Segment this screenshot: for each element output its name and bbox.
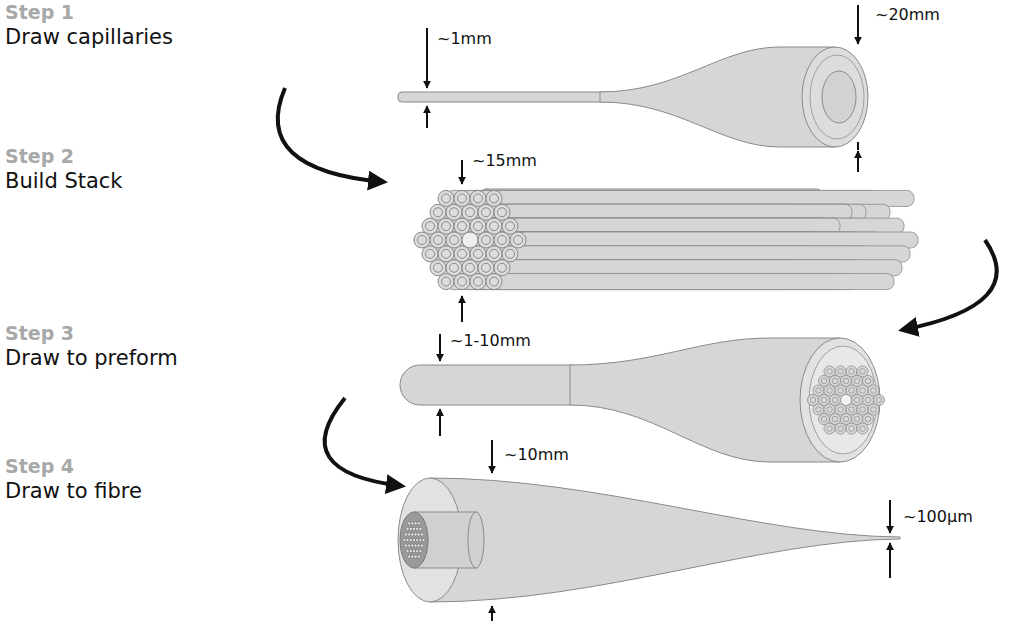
fibre-drawing	[398, 478, 900, 602]
step-title: Draw capillaries	[5, 25, 173, 49]
dimension-label: ~20mm	[875, 6, 940, 24]
dimension-arrow	[427, 5, 858, 172]
step-number: Step 1	[5, 2, 74, 24]
preform-drawing	[400, 338, 885, 462]
dimension-arrow	[492, 440, 890, 621]
step-number: Step 2	[5, 146, 74, 168]
dimension-arrow	[440, 334, 441, 436]
capillary-stack	[414, 189, 918, 290]
process-arrow	[325, 398, 402, 486]
step-title: Build Stack	[5, 169, 123, 193]
process-arrow	[902, 240, 997, 330]
dimension-label: ~100μm	[903, 508, 973, 526]
dimension-label: ~15mm	[472, 152, 537, 170]
capillary-drawing	[398, 47, 868, 147]
dimension-label: ~1-10mm	[450, 332, 531, 350]
step-title: Draw to preform	[5, 346, 178, 370]
process-arrow	[278, 88, 384, 182]
dimension-label: ~1mm	[437, 30, 492, 48]
step-number: Step 3	[5, 323, 74, 345]
step-number: Step 4	[5, 456, 74, 478]
dimension-label: ~10mm	[504, 446, 569, 464]
dimension-arrow	[462, 160, 463, 322]
step-title: Draw to fibre	[5, 479, 142, 503]
